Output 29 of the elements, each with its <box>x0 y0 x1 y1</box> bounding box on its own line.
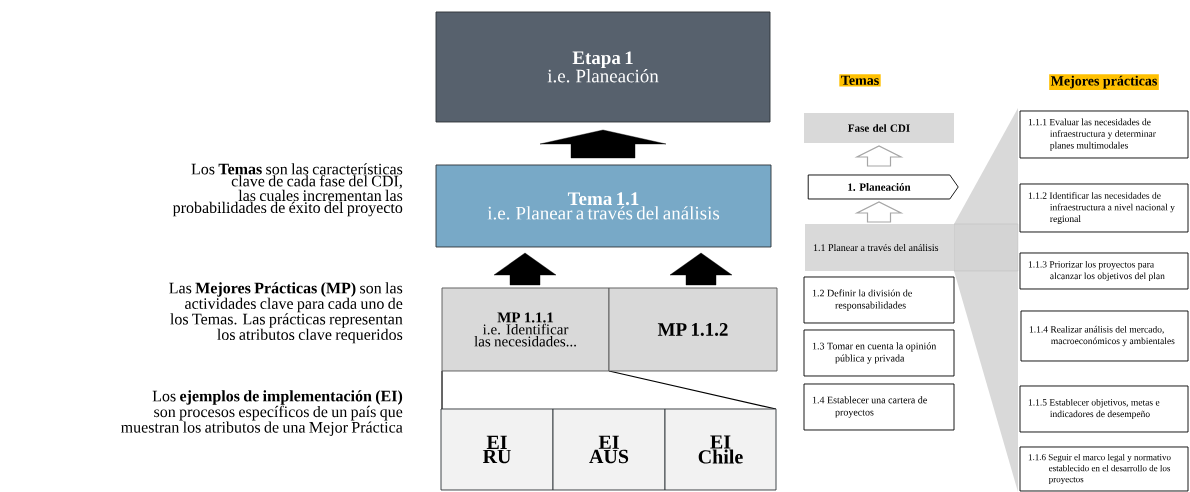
node-label: 1.1 Planear a través del análisis <box>813 243 939 252</box>
practice-item-box: 1.1.5 Establecer objetivos, metas e indicadores de desempeño <box>1019 385 1189 433</box>
theme-item-box: 1.1 Planear a través del análisis <box>805 224 954 271</box>
description-text: Los ejemplos de implementación (EI) son procesos específicos de un país que muestran los atributos de una Mejor Práctica <box>121 390 403 436</box>
block-arrow <box>854 201 904 223</box>
example-box: EI RU <box>440 408 554 491</box>
theme-box: Tema 1.1 i.e. Planear a través del análisis <box>435 164 772 248</box>
practice-item-box: 1.1.2 Identificar las necesidades de infraestructura a nivel nacional y regional <box>1019 183 1189 233</box>
theme-item-box: 1.3 Tomar en cuenta la opinión pública y privada <box>803 329 955 377</box>
practice-box: MP 1.1.1 i.e. Identificar las necesidades... <box>441 287 610 372</box>
example-box: EI Chile <box>664 408 777 491</box>
stage-box: Etapa 1 i.e. Planeación <box>435 11 771 123</box>
description-text: Las Mejores Prácticas (MP) son las actividades clave para cada uno de los Temas. Las prácticas representan los atributos clave requeridos <box>169 282 403 344</box>
practice-item-box: 1.1.1 Evaluar las necesidades de infraestructura y determinar planes multimodales <box>1019 110 1189 159</box>
block-arrow <box>854 145 904 167</box>
block-arrow <box>493 252 557 286</box>
practice-item-box: 1.1.6 Seguir el marco legal y normativo establecido en el desarrollo de los proyectos <box>1019 446 1189 492</box>
phase-box: Fase del CDI <box>804 113 954 143</box>
theme-item-box: 1.4 Establecer una cartera de proyectos <box>803 383 955 431</box>
practice-item-box: 1.1.4 Realizar análisis del mercado, macroeconómicos y ambientales <box>1020 310 1189 362</box>
practice-box: MP 1.1.2 <box>608 287 778 372</box>
chevron-box: 1. Planeación <box>807 174 959 200</box>
theme-item-box: 1.2 Definir la división de responsabilidades <box>803 276 955 324</box>
block-arrow <box>669 252 733 286</box>
description-text: Los Temas son las características clave de cada fase del CDI, las cuales incrementan las probabilidades de éxito del proyecto <box>172 163 403 217</box>
column-heading: Temas <box>839 74 881 87</box>
practice-item-box: 1.1.3 Priorizar los proyectos para alcanzar los objetivos del plan <box>1019 252 1189 290</box>
column-heading: Mejores prácticas <box>1049 74 1159 90</box>
example-box: EI AUS <box>552 408 666 491</box>
